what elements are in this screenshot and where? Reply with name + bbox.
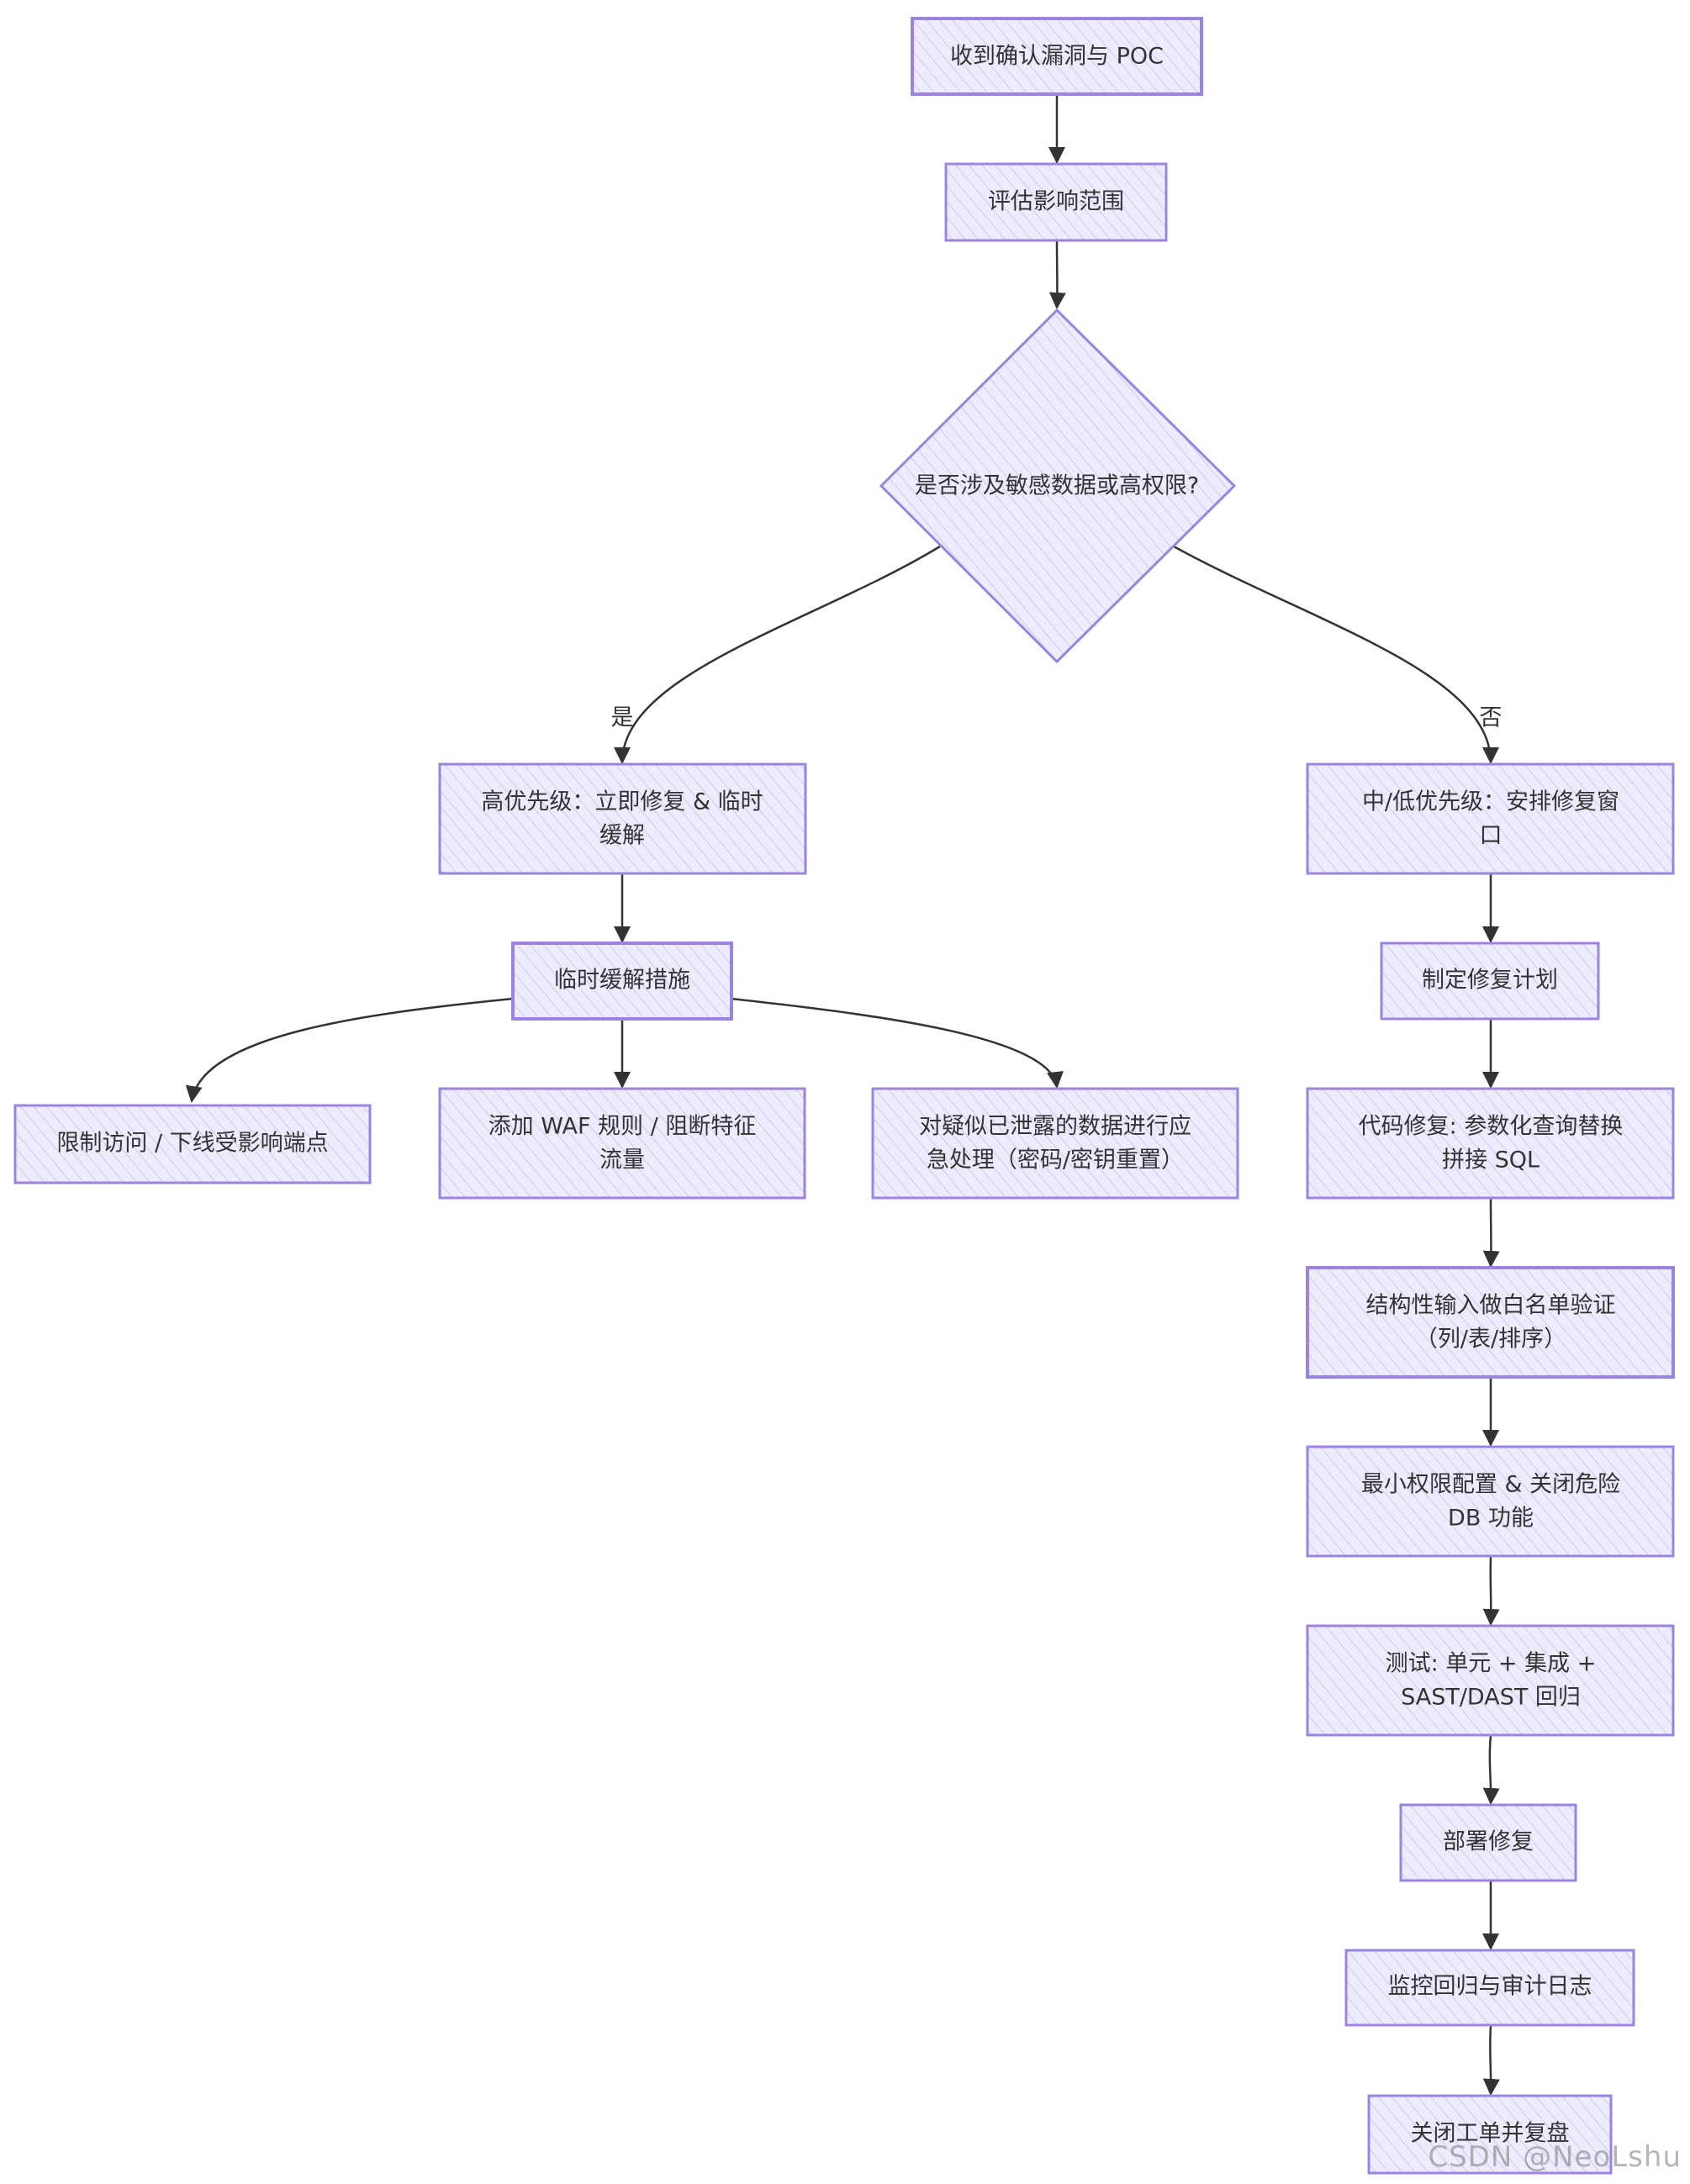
edge-testing-deploy	[1482, 1735, 1500, 1805]
node-testing: 测试: 单元 + 集成 + SAST/DAST 回归	[1306, 1624, 1675, 1737]
node-decision-label: 是否涉及敏感数据或高权限?	[915, 473, 1199, 499]
node-least-privilege-line1: 最小权限配置 & 关闭危险	[1361, 1472, 1620, 1498]
node-code-fix: 代码修复: 参数化查询替换 拼接 SQL	[1306, 1087, 1675, 1200]
node-receive-vulnerability: 收到确认漏洞与 POC	[911, 17, 1203, 96]
node-add-waf-line1: 添加 WAF 规则 / 阻断特征	[489, 1114, 757, 1140]
node-low-priority: 中/低优先级：安排修复窗 口	[1306, 762, 1675, 875]
node-add-waf: 添加 WAF 规则 / 阻断特征 流量	[438, 1087, 806, 1200]
node-low-priority-line2: 口	[1480, 823, 1503, 849]
node-monitor-label: 监控回归与审计日志	[1388, 1974, 1592, 2000]
edge-least-testing	[1482, 1556, 1500, 1626]
node-receive-label: 收到确认漏洞与 POC	[950, 44, 1164, 70]
node-monitor: 监控回归与审计日志	[1344, 1949, 1635, 2027]
edge-decision-high	[614, 545, 941, 764]
node-leaked-data-line2: 急处理（密码/密钥重置）	[927, 1147, 1184, 1174]
node-restrict-access: 限制访问 / 下线受影响端点	[13, 1104, 372, 1184]
node-whitelist-line2: （列/表/排序）	[1415, 1327, 1566, 1353]
edge-label-no: 否	[1480, 705, 1503, 731]
node-high-priority-line1: 高优先级：立即修复 & 临时	[481, 789, 763, 815]
node-add-waf-line2: 流量	[599, 1147, 645, 1174]
edge-label-yes: 是	[611, 705, 634, 731]
node-code-fix-line2: 拼接 SQL	[1442, 1147, 1539, 1174]
node-make-plan-label: 制定修复计划	[1422, 968, 1558, 994]
node-deploy: 部署修复	[1399, 1803, 1577, 1882]
node-least-privilege-line2: DB 功能	[1448, 1506, 1534, 1532]
edge-decision-low	[1173, 545, 1499, 764]
node-whitelist: 结构性输入做白名单验证 （列/表/排序）	[1306, 1266, 1675, 1379]
edge-monitor-close	[1482, 2025, 1500, 2096]
node-least-privilege: 最小权限配置 & 关闭危险 DB 功能	[1306, 1445, 1675, 1558]
node-make-plan: 制定修复计划	[1380, 942, 1600, 1021]
node-testing-line2: SAST/DAST 回归	[1401, 1685, 1581, 1711]
node-testing-line1: 测试: 单元 + 集成 +	[1386, 1651, 1597, 1677]
node-high-priority: 高优先级：立即修复 & 临时 缓解	[438, 762, 807, 875]
node-restrict-access-label: 限制访问 / 下线受影响端点	[56, 1131, 328, 1157]
node-leaked-data-line1: 对疑似已泄露的数据进行应	[919, 1114, 1191, 1140]
node-high-priority-line2: 缓解	[599, 823, 645, 849]
node-close-ticket-label: 关闭工单并复盘	[1411, 2121, 1570, 2147]
node-whitelist-line1: 结构性输入做白名单验证	[1366, 1293, 1616, 1319]
node-code-fix-line1: 代码修复: 参数化查询替换	[1359, 1114, 1624, 1140]
edge-temp-restrict	[185, 997, 514, 1103]
node-temp-mitigation-label: 临时缓解措施	[554, 968, 690, 994]
node-assess-label: 评估影响范围	[988, 189, 1124, 215]
edges	[185, 95, 1500, 2096]
node-decision-sensitive: 是否涉及敏感数据或高权限?	[879, 308, 1237, 664]
node-leaked-data: 对疑似已泄露的数据进行应 急处理（密码/密钥重置）	[871, 1087, 1239, 1200]
node-temp-mitigation: 临时缓解措施	[511, 942, 733, 1021]
node-low-priority-line1: 中/低优先级：安排修复窗	[1362, 789, 1619, 815]
node-deploy-label: 部署修复	[1443, 1829, 1534, 1855]
node-assess-impact: 评估影响范围	[944, 162, 1168, 242]
edge-temp-leaked	[731, 997, 1064, 1089]
watermark: CSDN @NeoLshu	[1428, 2140, 1682, 2174]
node-close-ticket: 关闭工单并复盘	[1367, 2094, 1613, 2175]
